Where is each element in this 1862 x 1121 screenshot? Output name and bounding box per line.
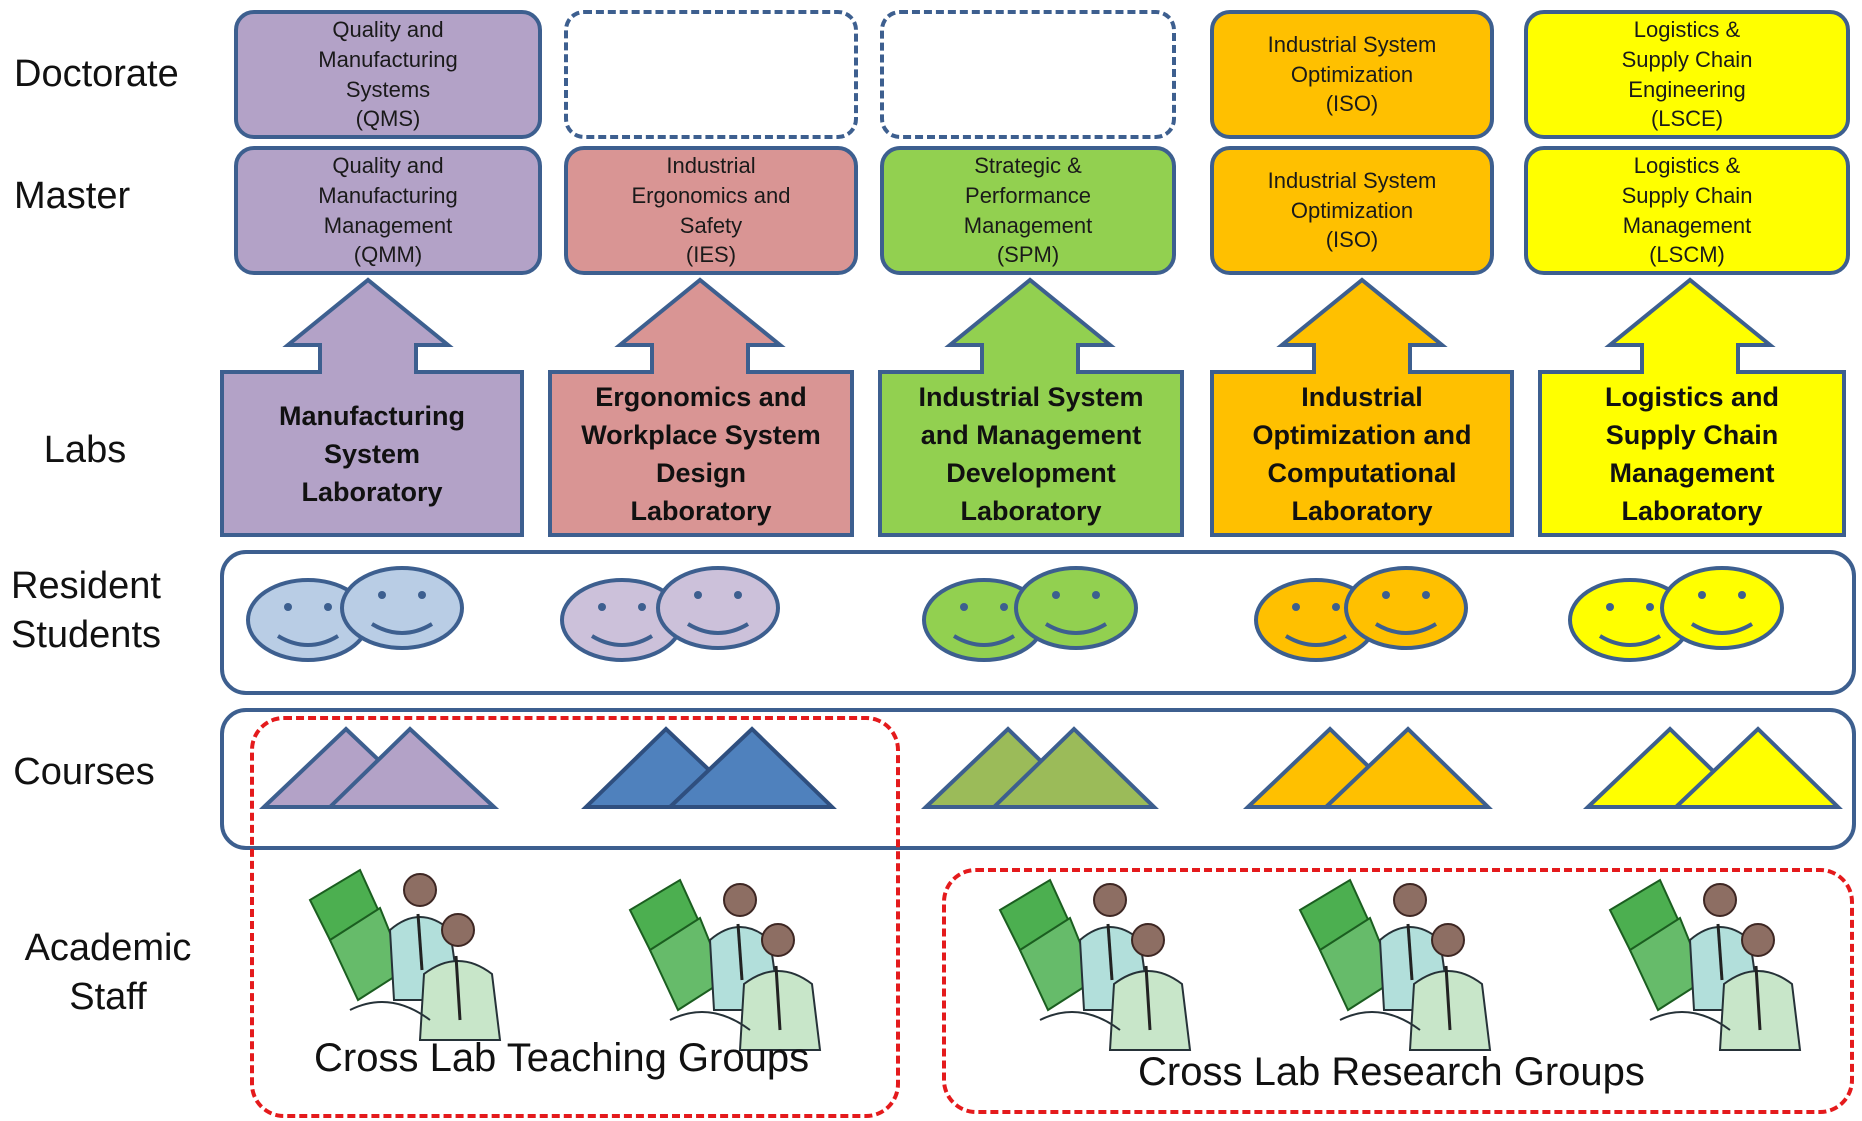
cross-lab-teaching-group-frame	[250, 716, 900, 1118]
lab-label-logistics: Logistics and Supply Chain Management La…	[1604, 382, 1780, 526]
student-faces-col-2	[560, 566, 780, 662]
lab-label-optimization: Industrial Optimization and Computationa…	[1252, 382, 1472, 526]
doctorate-box-iso: Industrial System Optimization (ISO)	[1210, 10, 1494, 139]
doctorate-box-lsce: Logistics & Supply Chain Engineering (LS…	[1524, 10, 1850, 139]
lab-arrow-industrial-system	[878, 277, 1184, 537]
master-box-spm: Strategic & Performance Management (SPM)	[880, 146, 1176, 275]
cross-lab-research-groups-label: Cross Lab Research Groups	[1138, 1050, 1645, 1094]
lab-arrow-logistics	[1538, 277, 1846, 537]
lab-label-manufacturing: Manufacturing System Laboratory	[279, 401, 465, 507]
master-box-iso: Industrial System Optimization (ISO)	[1210, 146, 1494, 275]
master-box-qmm: Quality and Manufacturing Management (QM…	[234, 146, 542, 275]
doctorate-box-empty-spm	[880, 10, 1176, 139]
row-label-labs: Labs	[43, 429, 127, 471]
staff-figure-3	[998, 878, 1192, 1052]
course-triangles-col-2	[581, 726, 837, 809]
course-triangles-col-3	[920, 726, 1159, 809]
lab-arrow-ergonomics	[548, 277, 854, 537]
row-label-doctorate: Doctorate	[14, 53, 179, 95]
master-box-lscm: Logistics & Supply Chain Management (LSC…	[1524, 146, 1850, 275]
student-faces-col-4	[1254, 566, 1468, 662]
lab-arrow-optimization	[1210, 277, 1514, 537]
master-box-ies: Industrial Ergonomics and Safety (IES)	[564, 146, 858, 275]
row-label-master: Master	[14, 175, 131, 217]
doctorate-box-empty-ies	[564, 10, 858, 139]
course-triangles-col-5	[1582, 726, 1843, 809]
course-triangles-col-4	[1242, 726, 1493, 809]
doctorate-box-qms: Quality and Manufacturing Systems (QMS)	[234, 10, 542, 139]
course-triangles-col-1	[258, 726, 500, 809]
row-label-academic-staff: Academic Staff	[24, 927, 192, 1019]
row-label-resident-students: Resident Students	[11, 565, 161, 657]
staff-figure-5	[1608, 878, 1802, 1052]
student-faces-col-5	[1568, 566, 1784, 662]
lab-arrow-manufacturing	[220, 277, 524, 537]
lab-label-ergonomics: Ergonomics and Workplace System Design L…	[581, 382, 821, 526]
row-label-courses: Courses	[13, 751, 155, 793]
staff-figure-2	[628, 878, 822, 1052]
staff-figure-4	[1298, 878, 1492, 1052]
student-faces-col-3	[922, 566, 1138, 662]
lab-label-industrial-system: Industrial System and Management Develop…	[918, 382, 1144, 526]
staff-figure-1	[308, 868, 502, 1042]
cross-lab-research-group-frame	[942, 868, 1854, 1114]
cross-lab-teaching-groups-label: Cross Lab Teaching Groups	[314, 1036, 810, 1080]
student-faces-col-1	[246, 566, 464, 662]
